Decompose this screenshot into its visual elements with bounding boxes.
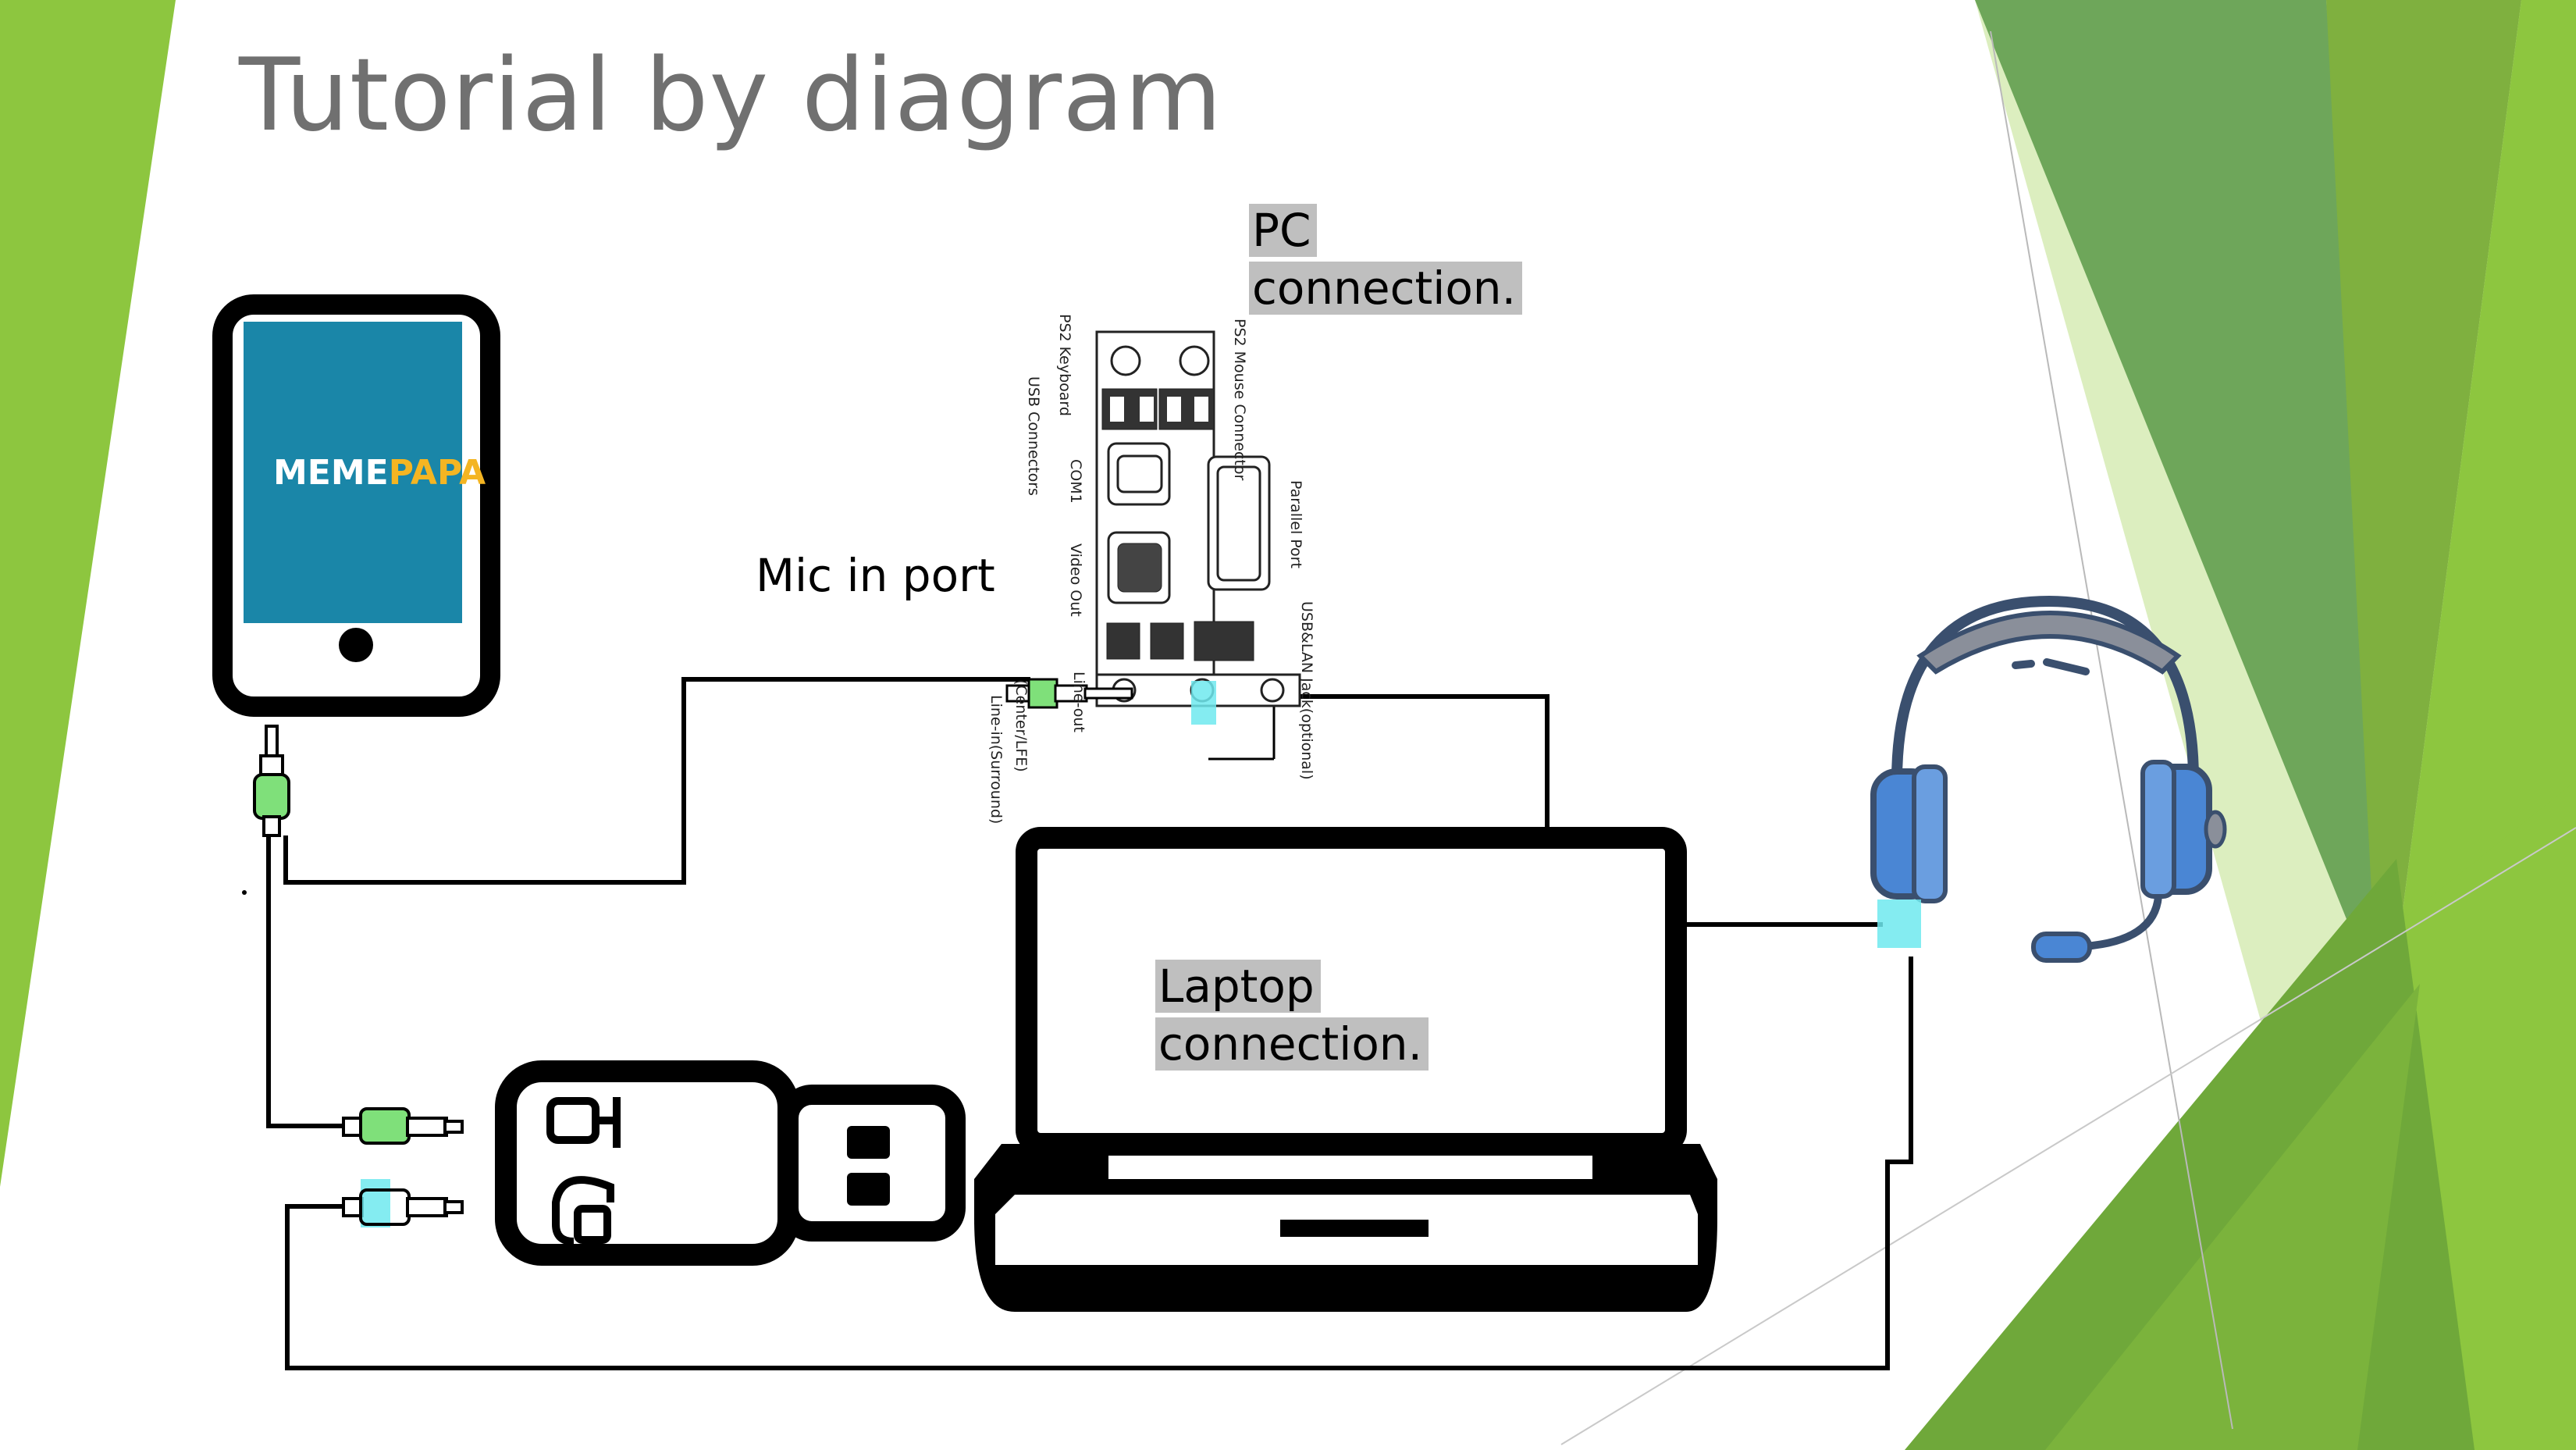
- pc-label-line1: PC: [1249, 204, 1318, 257]
- phone-to-mic-cable: [283, 677, 1030, 885]
- port-label-parallel: Parallel Port: [1287, 480, 1304, 568]
- usb-plug-cyan: [342, 1179, 464, 1227]
- phone: [212, 294, 500, 837]
- headset: [1870, 595, 2227, 963]
- laptop-label-line2: connection.: [1155, 1017, 1429, 1071]
- usb-sound-card: [495, 1060, 966, 1266]
- laptop: [974, 827, 1717, 1312]
- pc-label-line2: connection.: [1249, 262, 1523, 315]
- port-label-ps2-mouse: PS2 Mouse Connector: [1231, 319, 1248, 481]
- port-label-com1: COM1: [1067, 459, 1084, 504]
- pc-connection-label: PC connection.: [1249, 201, 1523, 317]
- mic-in-port-label: Mic in port: [756, 549, 995, 602]
- headphone-icon: [552, 1176, 614, 1245]
- left-decoration: [0, 0, 176, 1187]
- cables: [266, 677, 1913, 1370]
- port-label-line-out: Line-out: [1070, 672, 1087, 732]
- headset-to-usb-cable: [285, 957, 1913, 1370]
- slide-title: Tutorial by diagram: [239, 37, 1223, 154]
- port-label-usb: USB Connectors: [1025, 376, 1042, 496]
- port-label-video-out: Video Out: [1067, 543, 1084, 617]
- pc-back-panel: [1095, 330, 1301, 707]
- pc-to-headset-cable: [1218, 694, 1883, 927]
- laptop-label-line1: Laptop: [1155, 960, 1321, 1013]
- port-label-ps2-keyboard: PS2 Keyboard: [1056, 314, 1073, 416]
- port-label-usb-lan: USB&LAN Jack(optional): [1298, 601, 1315, 780]
- app-logo: MEMEPAPA: [273, 453, 486, 493]
- laptop-connection-label: Laptop connection.: [1155, 957, 1429, 1073]
- mic-plug-green: [1005, 678, 1133, 709]
- port-label-center-lfe: (Center/LFE): [1012, 679, 1030, 772]
- port-label-line-in: Line-in(Surround): [987, 695, 1005, 824]
- headset-cyan-jack: [1877, 900, 1921, 948]
- right-decoration: [1560, 0, 2576, 1450]
- usb-plug-green: [342, 1107, 464, 1145]
- phone-left-cable: [266, 835, 343, 1128]
- pc-cyan-jack: [1191, 681, 1216, 725]
- microphone-icon: [546, 1097, 621, 1148]
